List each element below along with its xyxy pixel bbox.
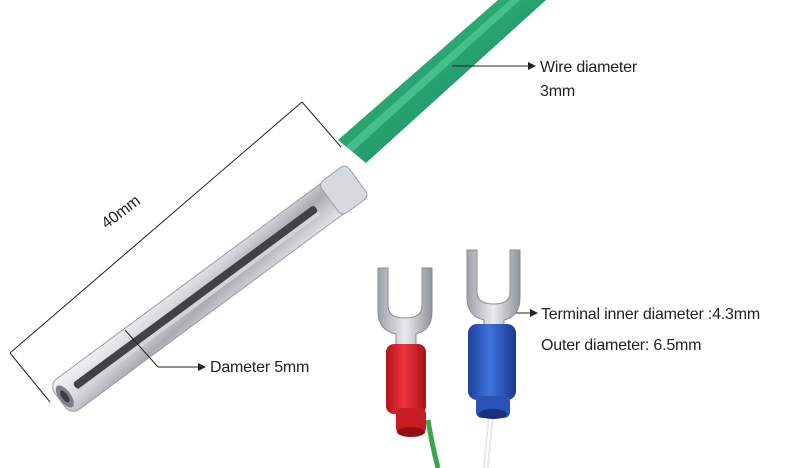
wire-diameter-value: 3mm: [540, 83, 575, 100]
red-terminal: [377, 267, 433, 437]
wire-diameter-arrow: [452, 62, 536, 70]
probe-diameter-label: Dameter 5mm: [210, 359, 310, 376]
green-cable: [338, 0, 546, 163]
lead-wires: [425, 409, 495, 468]
steel-probe: [52, 165, 368, 412]
probe-diameter-arrow: [124, 329, 206, 371]
terminal-inner-diameter-label: Terminal inner diameter :4.3mm: [541, 306, 760, 323]
length-dimension: [9, 101, 342, 403]
wire-diameter-label: Wire diameter: [540, 59, 637, 76]
blue-terminal: [466, 249, 521, 419]
outer-diameter-label: Outer diameter: 6.5mm: [541, 337, 702, 354]
